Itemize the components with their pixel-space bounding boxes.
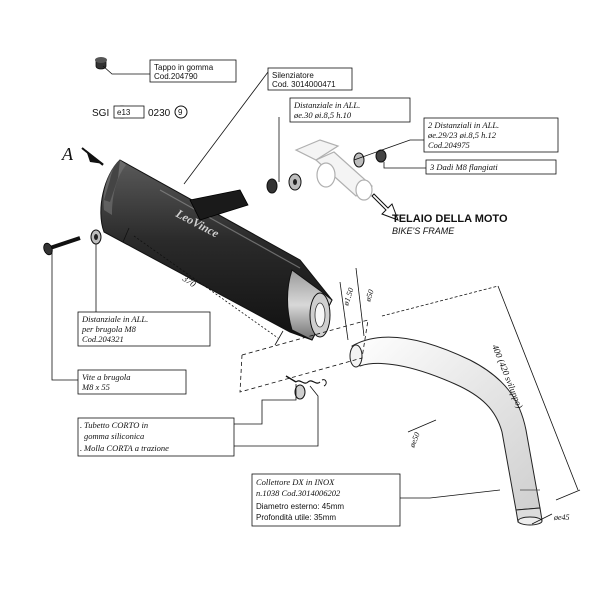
collector-line2: n.1038 Cod.3014006202 [256,488,341,498]
spacers-two-line2: øe.29/23 øi.8,5 h.12 [427,130,497,140]
homologation-suffix: 9 [178,108,183,117]
silencer-name: Silenziatore [272,71,314,80]
homologation-prefix: SGI [92,108,109,119]
callout-rubber-cap: Tappo in gomma Cod.204790 [149,59,237,83]
spacers-two-line3: Cod.204975 [428,140,470,150]
callout-spacers-two: 2 Distanziali in ALL. øe.29/23 øi.8,5 h.… [423,117,559,153]
rubber-cap-name: Tappo in gomma [154,63,214,72]
spacer-bolt-line2: per brugola M8 [81,324,137,334]
rubber-cap-part [95,57,107,70]
collector-line3: Diametro esterno: 45mm [256,502,344,511]
frame-title-it: TELAIO DELLA MOTO [392,213,508,225]
frame-arrow [371,193,399,221]
homologation-number: 0230 [148,108,171,119]
spacers-two-line1: 2 Distanziali in ALL. [428,120,499,130]
frame-label: TELAIO DELLA MOTO BIKE'S FRAME [392,213,508,236]
e-mark: e13 [117,108,131,117]
bolt-part [43,236,81,256]
callout-tube-spring: Tubetto CORTO in gomma siliconica Molla … [77,417,235,457]
frame-title-en: BIKE'S FRAME [392,226,455,236]
svg-text:.: . [80,420,82,430]
bolt-line1: Vite a brugola [82,372,130,382]
mounting-bracket [189,189,249,221]
e-mark-box [113,105,145,119]
rubber-cap-code: Cod.204790 [154,72,198,81]
svg-text:.: . [80,443,82,453]
bolt-line2: M8 x 55 [81,382,110,392]
view-letter: A [61,144,74,164]
silencer-body [100,159,333,341]
dim-diam-50-mid: øe50 [407,431,422,450]
collector-line1: Collettore DX in INOX [256,477,335,487]
callout-spacer-bolt: Distanziale in ALL. per brugola M8 Cod.2… [77,311,211,347]
collector-pipe [349,336,543,526]
silencer-code: Cod. 3014000471 [272,80,336,89]
frame-hardware [266,149,387,194]
tube-spring-line1: Tubetto CORTO in [84,420,148,430]
bike-frame [294,139,373,201]
dim-diam-45: øe45 [553,513,570,522]
collector-line4: Profondità utile: 35mm [256,513,336,522]
callout-nuts: 3 Dadi M8 flangiati [425,159,557,175]
spacer-bolt-line1: Distanziale in ALL. [81,314,148,324]
spacer-top-line2: øe.30 øi.8,5 h.10 [293,110,352,120]
dim-diam-inner: ø1.50 [341,287,355,308]
leader-lines [51,65,581,525]
bolt-spacer-part [90,229,102,245]
tube-spring-part [285,375,327,400]
dim-diam-50-top: ø50 [363,288,376,303]
callout-silencer: Silenziatore Cod. 3014000471 [267,67,353,91]
homologation-mark: SGI e13 0230 9 [92,105,188,119]
callout-spacer-top: Distanziale in ALL. øe.30 øi.8,5 h.10 [289,97,411,123]
tube-spring-line2: gomma siliconica [84,431,144,441]
spacer-top-line1: Distanziale in ALL. [293,100,360,110]
view-arrow [81,147,104,166]
nuts-line1: 3 Dadi M8 flangiati [429,162,498,172]
spacer-bolt-line3: Cod.204321 [82,334,124,344]
tube-spring-line3: Molla CORTA a trazione [83,443,169,453]
callout-collector: Collettore DX in INOX n.1038 Cod.3014006… [251,473,401,527]
callout-bolt: Vite a brugola M8 x 55 [77,369,187,395]
